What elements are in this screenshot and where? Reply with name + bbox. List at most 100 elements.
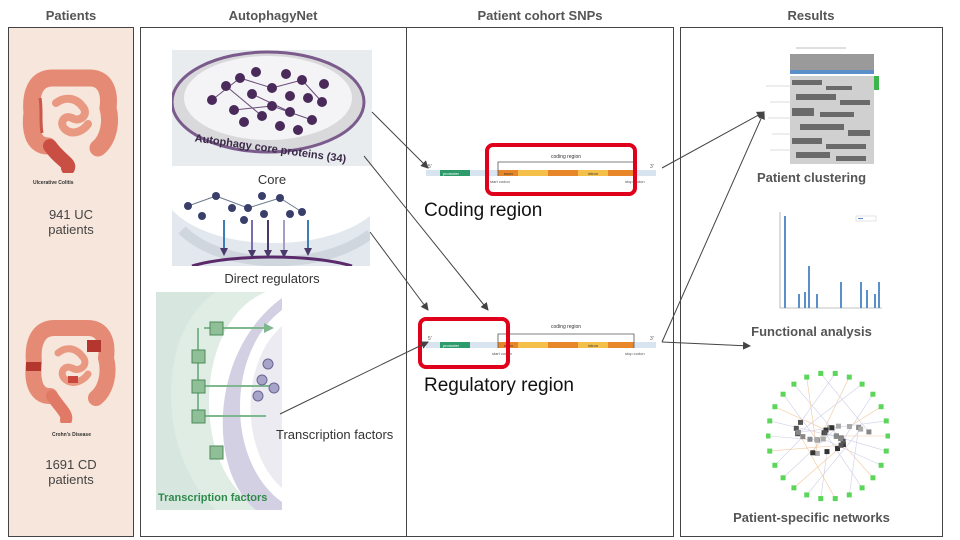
crohns-disease-colon-illustration <box>25 320 116 423</box>
network-edge <box>798 420 887 433</box>
network-inner-node <box>829 425 835 431</box>
intron-label: intron <box>588 171 598 176</box>
tf-image-text: Transcription factors <box>158 492 267 504</box>
network-outer-node <box>804 492 810 498</box>
promoter-label: promoter <box>443 171 460 176</box>
network-outer-node <box>767 448 773 454</box>
network-inner-node <box>814 450 820 456</box>
network-inner-node <box>800 434 806 440</box>
results-panel <box>680 27 943 537</box>
network-outer-node <box>859 485 865 491</box>
core-proteins-illustration: Autophagy core proteins (34) <box>172 50 372 166</box>
patient-specific-networks-label: Patient-specific networks <box>733 510 890 525</box>
network-outer-node <box>780 391 786 397</box>
network-outer-node <box>804 374 810 380</box>
patient-clustering-heatmap <box>766 47 879 164</box>
exon-label: exon <box>504 171 513 176</box>
uc-patient-count: 941 UC patients <box>48 207 94 237</box>
network-edge <box>796 428 836 499</box>
network-outer-node <box>818 370 824 376</box>
patients-column-title: Patients <box>45 8 97 23</box>
network-outer-node <box>846 374 852 380</box>
network-inner-node <box>797 419 803 425</box>
network-outer-node <box>791 381 797 387</box>
network-inner-node <box>833 433 839 439</box>
network-outer-node <box>832 370 838 376</box>
direct-regulators-label: Direct regulators <box>224 271 320 286</box>
network-inner-node <box>835 423 841 429</box>
three-prime-label: 3' <box>650 336 654 342</box>
network-outer-node <box>772 404 778 410</box>
network-outer-node <box>791 485 797 491</box>
patient-specific-network <box>766 370 890 502</box>
network-outer-node <box>859 381 865 387</box>
network-outer-node <box>878 404 884 410</box>
network-edge <box>848 427 859 495</box>
uc-image-caption: Ulcerative Colitis <box>33 180 74 186</box>
network-edge <box>774 436 804 466</box>
network-inner-node <box>858 426 864 432</box>
network-edge <box>824 432 863 489</box>
cd-image-caption: Crohn's Disease <box>52 432 91 438</box>
network-inner-node <box>793 425 799 431</box>
start-codon-label: start codon <box>492 351 512 356</box>
network-edge <box>800 373 836 423</box>
network-edge <box>820 373 870 433</box>
network-outer-node <box>885 433 890 439</box>
network-inner-node <box>838 442 844 448</box>
three-prime-label: 3' <box>650 164 654 170</box>
network-edges <box>767 373 888 499</box>
snps-column-title: Patient cohort SNPs <box>477 8 603 23</box>
network-outer-node <box>766 433 771 439</box>
network-edge <box>793 444 844 489</box>
coding-region-text: coding region <box>551 324 581 330</box>
network-outer-node <box>870 391 876 397</box>
functional-analysis-label: Functional analysis <box>751 324 872 339</box>
network-inner-node <box>807 436 813 442</box>
network-edge <box>806 428 861 496</box>
network-edge <box>849 406 882 427</box>
network-outer-node <box>780 475 786 481</box>
network-inner-node <box>835 446 841 452</box>
network-inner-node <box>824 449 830 455</box>
five-prime-label: 5' <box>428 164 432 170</box>
core-label: Core <box>257 172 287 187</box>
coding-region-text: coding region <box>551 154 581 160</box>
transcription-factors-label: Transcription factors <box>276 427 394 442</box>
intron-label: intron <box>588 343 598 348</box>
network-outer-node <box>883 448 889 454</box>
network-inner-node <box>846 424 852 430</box>
network-outer-node <box>846 492 852 498</box>
network-edge <box>774 406 827 431</box>
network-edge <box>797 383 863 434</box>
network-inner-node <box>823 427 829 433</box>
network-inner-node <box>814 437 820 443</box>
results-column-title: Results <box>787 8 835 23</box>
coding-region-label: Coding region <box>424 200 543 221</box>
network-outer-node <box>772 462 778 468</box>
network-outer-node <box>878 462 884 468</box>
network-edge <box>823 438 882 466</box>
cd-patient-count: 1691 CD patients <box>45 457 97 487</box>
ulcerative-colitis-colon-illustration <box>22 69 119 173</box>
patient-clustering-label: Patient clustering <box>756 170 867 185</box>
autophagynet-column-title: AutophagyNet <box>228 8 318 23</box>
network-inner-node <box>840 438 846 444</box>
network-inner-node <box>820 436 826 442</box>
coding-region-highlight <box>485 143 637 196</box>
promoter-label: promoter <box>443 343 460 348</box>
network-edge <box>769 444 842 452</box>
network-inner-node <box>866 429 872 435</box>
regulatory-region-label: Regulatory region <box>424 375 574 396</box>
network-outer-node <box>818 496 824 502</box>
network-outer-node <box>832 496 838 502</box>
transcription-factors-illustration: Transcription factors <box>156 292 282 510</box>
direct-regulators-illustration <box>172 190 370 266</box>
snps-panel <box>406 27 674 537</box>
start-codon-label: start codon <box>490 179 510 184</box>
network-edge <box>782 394 817 440</box>
network-inner-node <box>838 436 844 442</box>
network-outer-node <box>883 418 889 424</box>
network-inner-node <box>795 429 801 435</box>
